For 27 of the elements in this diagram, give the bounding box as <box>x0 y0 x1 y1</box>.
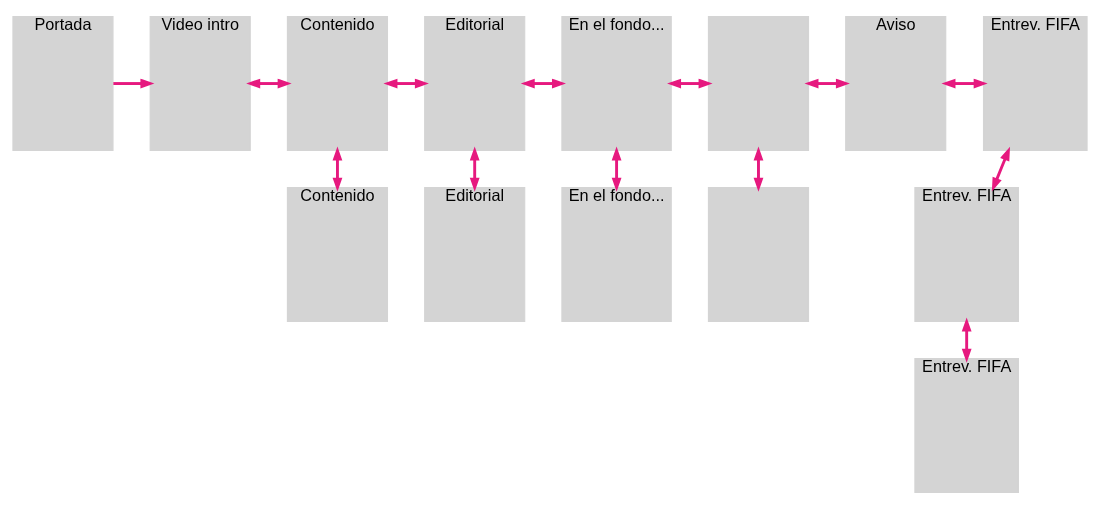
arrow <box>469 145 480 192</box>
arrow <box>961 316 972 363</box>
node-box: Contenido <box>286 15 389 151</box>
node-box <box>707 15 810 151</box>
arrow <box>611 145 622 192</box>
arrow <box>991 146 1011 191</box>
arrow <box>667 78 713 88</box>
node-box: En el fondo... <box>561 186 672 322</box>
node-box: Aviso <box>845 15 947 151</box>
arrow <box>753 145 764 192</box>
arrow <box>383 78 429 88</box>
node-box: En el fondo... <box>561 15 672 151</box>
arrow <box>246 78 292 88</box>
node-box: Entrev. FIFA <box>914 186 1019 322</box>
node-box: Video intro <box>149 15 251 151</box>
arrow <box>332 145 343 192</box>
arrow <box>113 78 155 88</box>
node-box: Portada <box>12 15 114 151</box>
node-box <box>707 186 810 322</box>
node-box: Editorial <box>424 15 526 151</box>
node-box: Contenido <box>286 186 389 322</box>
arrow <box>804 78 850 88</box>
arrow <box>941 78 988 88</box>
node-box: Entrev. FIFA <box>914 357 1019 493</box>
node-box: Editorial <box>424 186 526 322</box>
arrow <box>520 78 566 88</box>
node-box: Entrev. FIFA <box>982 15 1088 151</box>
